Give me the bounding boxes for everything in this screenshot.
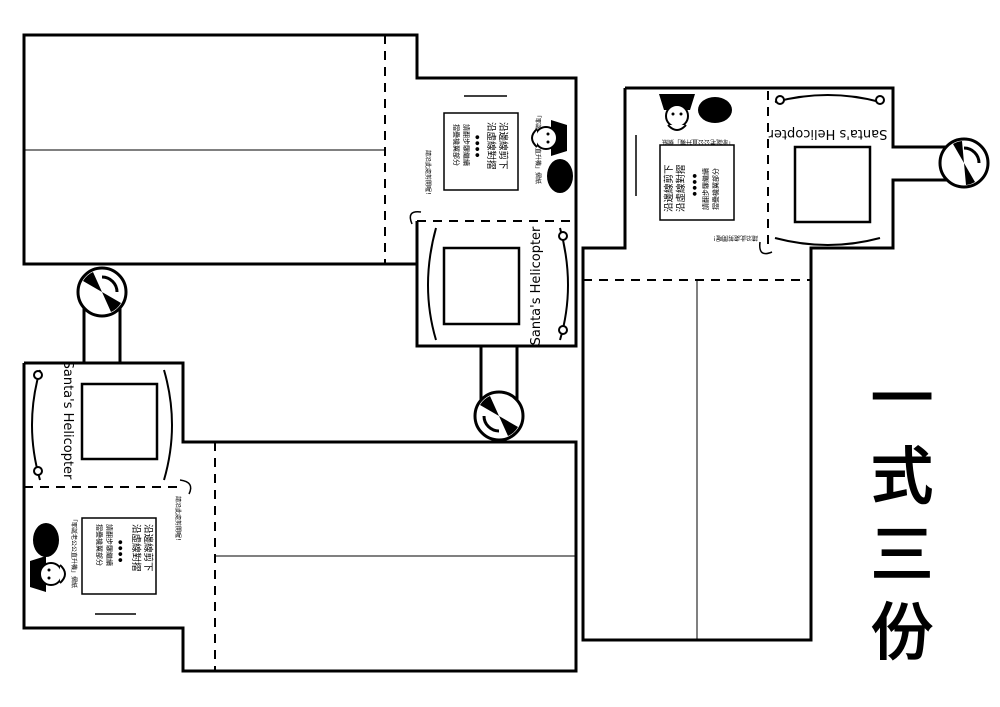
top-note: 「耶誕老公公直升機」摺紙 <box>534 112 542 184</box>
badge-icon <box>547 159 573 193</box>
rotor-circle <box>76 266 128 318</box>
note-line-1: 請翻步驟繼續 <box>701 168 710 210</box>
screw-icon <box>33 370 43 380</box>
badge-icon <box>33 523 59 557</box>
instruction-1: 沿邊線剪下 <box>142 524 154 572</box>
top-note: 「耶誕老公公直升機」摺紙 <box>662 138 734 146</box>
helicopter-label: Santa's Helicopter <box>529 226 544 345</box>
instruction-2: 沿虛線對摺 <box>485 122 497 170</box>
screw-icon <box>558 231 568 241</box>
note-line-2: 摺疊機翼部分 <box>711 168 720 210</box>
cut-outline <box>581 86 950 642</box>
cut-outline <box>22 361 578 673</box>
santa-icon <box>531 120 567 156</box>
curl-arrow-icon <box>179 479 192 495</box>
side-note: 請沿此處剪開喔！ <box>710 234 758 242</box>
screw-icon <box>775 95 785 105</box>
tail-stem <box>479 346 519 400</box>
big-title-char: 式 <box>870 440 933 513</box>
window-square <box>793 145 872 224</box>
cut-outline <box>22 33 578 348</box>
tail-stem <box>82 308 122 363</box>
side-note: 請沿此處剪開喔！ <box>174 496 182 544</box>
template-piece-a: Santa's Helicopter 沿邊線剪下 沿虛線對摺 ● ● ● ● 請… <box>22 33 578 442</box>
note-line-1: 請翻步驟繼續 <box>105 524 114 566</box>
instruction-1: 沿邊線剪下 <box>663 164 675 212</box>
window-square <box>442 246 521 326</box>
instruction-box <box>443 112 519 191</box>
instruction-2: 沿虛線對摺 <box>675 164 687 212</box>
curl-arrow-icon <box>409 211 422 225</box>
bullet-row: ● ● ● ● <box>474 135 480 158</box>
big-title-char: 一 <box>870 362 933 435</box>
instruction-1: 沿邊線剪下 <box>497 122 509 170</box>
helicopter-body <box>774 94 881 246</box>
template-piece-c: Santa's Helicopter 沿邊線剪下 沿虛線對摺 ● ● ● ● 請… <box>22 266 578 673</box>
big-title: 一 式 三 份 <box>862 360 942 672</box>
big-title-char: 三 <box>870 518 933 591</box>
top-note: 「耶誕老公公直升機」摺紙 <box>70 516 78 588</box>
note-line-2: 摺疊機翼部分 <box>95 524 104 566</box>
side-note: 請沿此處剪開喔！ <box>424 150 432 198</box>
template-piece-b: Santa's Helicopter 沿邊線剪下 沿虛線對摺 ● ● ● ● 請… <box>581 86 990 642</box>
badge-icon <box>698 97 732 123</box>
screw-icon <box>875 95 885 105</box>
santa-icon <box>659 94 695 131</box>
rotor-icon <box>953 141 975 185</box>
screw-icon <box>33 466 43 476</box>
window-square <box>80 382 159 461</box>
instruction-box <box>659 144 735 221</box>
note-line-1: 請翻步驟繼續 <box>462 124 471 166</box>
big-title-char: 份 <box>870 596 933 669</box>
rotor-icon <box>480 396 518 436</box>
santa-icon <box>30 556 66 592</box>
rotor-circle <box>938 137 990 189</box>
instruction-box <box>81 517 157 595</box>
rotor-icon <box>83 272 121 312</box>
bullet-row: ● ● ● ● <box>117 540 123 563</box>
curl-arrow-icon <box>759 241 773 255</box>
bullet-row: ● ● ● ● <box>692 173 698 196</box>
screw-icon <box>558 325 568 335</box>
note-line-2: 摺疊機翼部分 <box>452 124 461 166</box>
rotor-circle <box>473 390 525 442</box>
helicopter-label: Santa's Helicopter <box>768 126 887 141</box>
instruction-2: 沿虛線對摺 <box>130 524 142 572</box>
helicopter-label: Santa's Helicopter <box>60 361 75 480</box>
